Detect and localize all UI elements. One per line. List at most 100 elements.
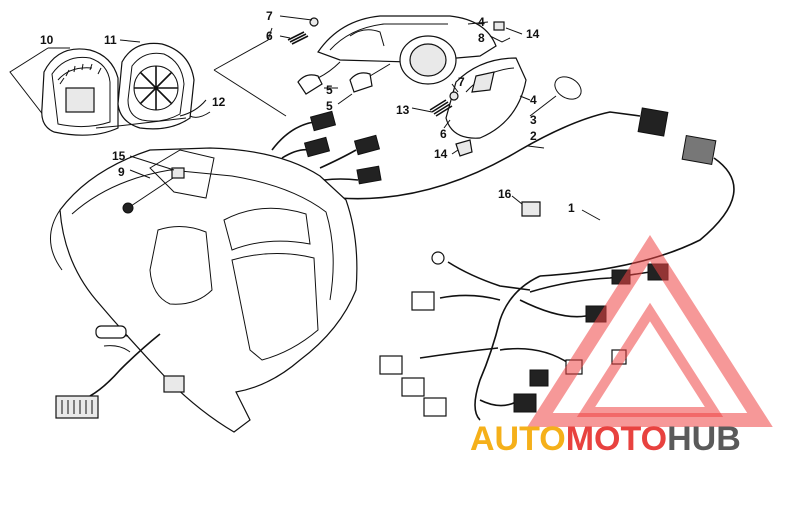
connector-3 — [353, 134, 381, 156]
callout-7b: 7 — [458, 75, 465, 89]
socket-wires — [317, 61, 391, 79]
gauge-cluster-assembly — [9, 39, 211, 136]
leader-14a — [505, 27, 523, 35]
pod-relay — [163, 375, 185, 393]
callout-10: 10 — [40, 33, 54, 47]
harness-extension — [319, 107, 735, 277]
body-panel — [59, 147, 358, 433]
leader-1 — [581, 209, 601, 221]
watermark-triangle-inner — [576, 302, 724, 417]
harness-1-plug — [681, 134, 717, 166]
leader-6b — [443, 119, 451, 129]
spring-upper — [287, 31, 309, 45]
leader-4b — [519, 95, 531, 101]
leader-bracket-lower — [213, 69, 287, 117]
front-body — [50, 147, 358, 433]
callout-4b: 4 — [530, 93, 537, 107]
tach-ticks — [59, 63, 102, 85]
callout-4a: 4 — [478, 15, 485, 29]
connector-1 — [309, 110, 337, 132]
bulb-socket-left — [297, 74, 323, 95]
screw-upper — [309, 17, 319, 27]
main-harness — [379, 195, 669, 421]
connector-lower-mid — [529, 369, 549, 387]
watermark-text: AUTOMOTOHUB — [470, 420, 741, 458]
callout-15: 15 — [112, 149, 126, 163]
callout-12: 12 — [212, 95, 226, 109]
gauge-mount-pocket — [149, 149, 215, 199]
callout-14b: 14 — [434, 147, 448, 161]
connector-lower-left-2 — [401, 377, 425, 397]
clip-upper — [493, 21, 505, 31]
leader-bracket-7-6 — [213, 27, 273, 71]
harness-end-branch — [479, 399, 517, 407]
callout-9: 9 — [118, 165, 125, 179]
gauge-strap — [95, 117, 187, 129]
clip-lower — [455, 139, 473, 157]
lcd-display — [65, 87, 95, 113]
watermark-logo: AUTOMOTOHUB — [470, 235, 773, 458]
harness-left-branch — [439, 294, 501, 301]
leader-6a — [279, 35, 291, 39]
leader-2 — [527, 145, 545, 149]
leader-12 — [179, 99, 207, 117]
side-recess — [231, 253, 319, 361]
callout-2: 2 — [530, 129, 537, 143]
callout-3: 3 — [530, 113, 537, 127]
watermark-triangle — [527, 235, 773, 427]
harness-2-cable — [319, 111, 641, 200]
speedometer-bezel — [51, 56, 111, 128]
side-cover-tab — [471, 71, 495, 93]
leader-7b — [451, 83, 459, 93]
leader-9 — [129, 169, 151, 179]
harness-1-cable-top — [539, 157, 735, 277]
watermark-auto: AUTO — [470, 420, 566, 458]
headlight-assembly — [279, 15, 582, 157]
headlight-side-cover — [445, 57, 527, 139]
harness-right-branch — [529, 271, 651, 293]
leader-11 — [119, 39, 141, 43]
callout-11: 11 — [104, 33, 117, 47]
left-edge — [50, 209, 63, 271]
connector-left-1 — [411, 291, 435, 311]
leader-15 — [129, 155, 175, 171]
lighting-connectors — [271, 110, 382, 185]
tach-scale — [57, 67, 93, 81]
callout-6a: 6 — [266, 29, 273, 43]
connector-wire-3 — [319, 149, 357, 169]
screw-lower — [449, 91, 459, 101]
connector-lower-left-3 — [423, 397, 447, 417]
callout-labels: 1 2 3 4 4 5 5 6 6 7 7 8 9 10 11 12 13 14… — [40, 9, 575, 215]
upper-vent — [223, 207, 311, 251]
callout-6b: 6 — [440, 127, 447, 141]
upper-cover-edge — [329, 23, 448, 51]
pod-ground-wire — [103, 345, 131, 353]
screw-head — [122, 202, 134, 214]
connector-wire-4 — [323, 178, 359, 181]
gauge-back-cover-inner — [127, 52, 185, 122]
callout-8: 8 — [478, 31, 485, 45]
callout-16: 16 — [498, 187, 512, 201]
callout-1: 1 — [568, 201, 575, 215]
screw-shaft — [127, 175, 177, 209]
ring-terminal — [431, 251, 445, 265]
harness-mid-branch — [519, 299, 587, 318]
bulb-socket-right — [349, 72, 373, 93]
harness-clamp — [521, 201, 541, 217]
harness-2-plug — [637, 107, 669, 137]
leader-8 — [489, 35, 511, 43]
connector-wire-2 — [281, 148, 311, 159]
callout-13: 13 — [396, 103, 410, 117]
leader-16 — [511, 195, 523, 205]
spring-lower — [429, 99, 453, 117]
pod-pigtail — [89, 333, 161, 397]
leader-4a — [467, 21, 489, 25]
callout-5b: 5 — [326, 99, 333, 113]
leader-13 — [411, 107, 433, 113]
connector-2 — [303, 136, 331, 158]
body-panel-ridge — [71, 169, 334, 301]
connector-4 — [356, 165, 382, 185]
clip-15 — [171, 167, 185, 179]
